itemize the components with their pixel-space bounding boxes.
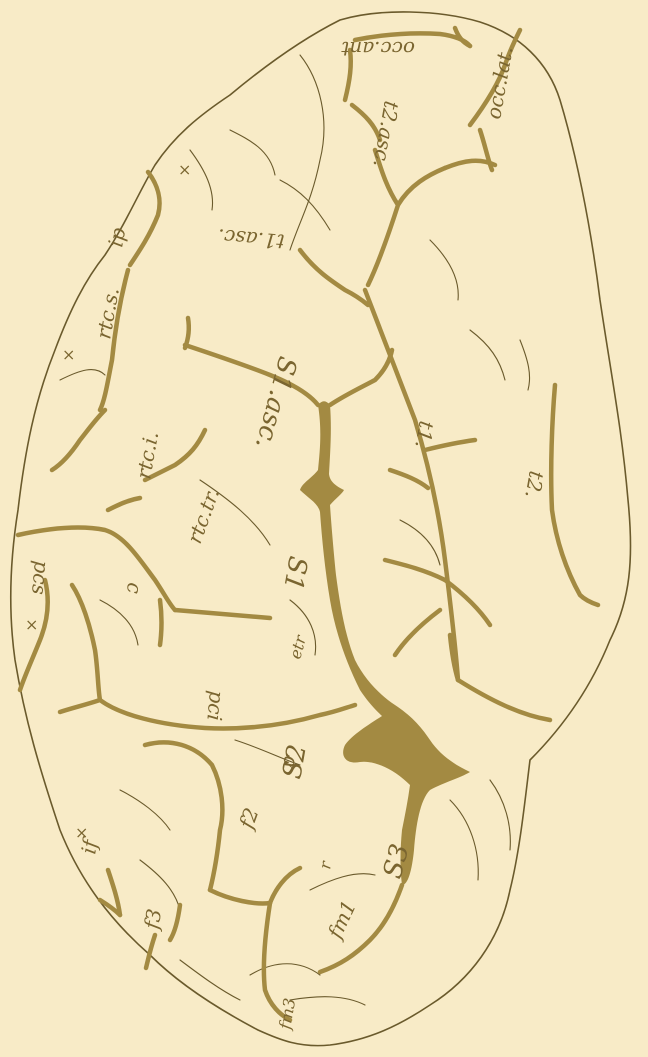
label-t1: t1. (410, 419, 438, 450)
mark-rtc: × (62, 345, 75, 364)
mark-if: × (75, 823, 88, 842)
label-c: c (122, 582, 147, 595)
mark-top: × (178, 160, 191, 179)
label-t2: t2. (520, 469, 548, 500)
label-pcs: pcs (27, 560, 54, 596)
label-occ-ant: occ.ant (340, 37, 415, 61)
mark-pcs: × (25, 615, 38, 634)
label-s1: S1 (277, 554, 313, 593)
label-pci: pci (202, 690, 229, 722)
label-s2: S2 (277, 742, 313, 781)
central-branch (160, 600, 162, 645)
